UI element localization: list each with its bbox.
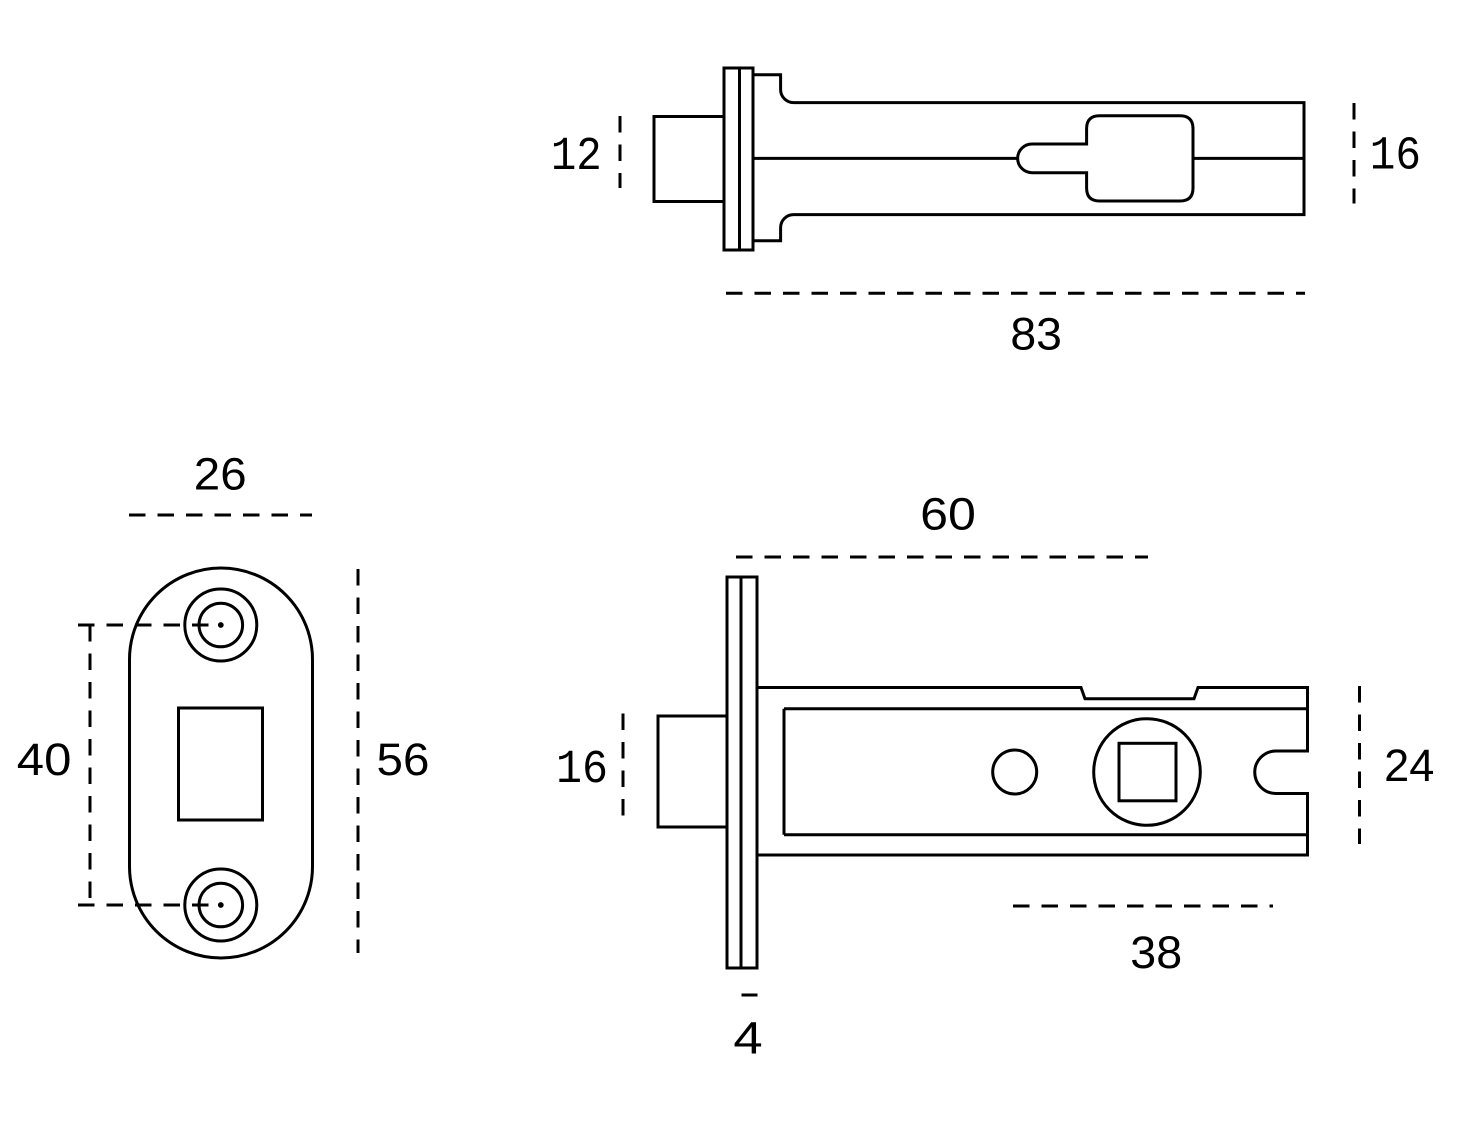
svg-text:26: 26 (194, 449, 247, 500)
svg-text:12: 12 (551, 130, 602, 184)
svg-text:38: 38 (1130, 927, 1182, 978)
svg-text:40: 40 (17, 734, 72, 785)
svg-text:24: 24 (1384, 740, 1434, 791)
svg-text:4: 4 (733, 1013, 762, 1064)
svg-text:16: 16 (1370, 130, 1421, 184)
svg-text:60: 60 (920, 489, 976, 540)
svg-text:16: 16 (556, 743, 608, 797)
svg-text:56: 56 (377, 734, 430, 785)
svg-text:83: 83 (1010, 308, 1062, 359)
